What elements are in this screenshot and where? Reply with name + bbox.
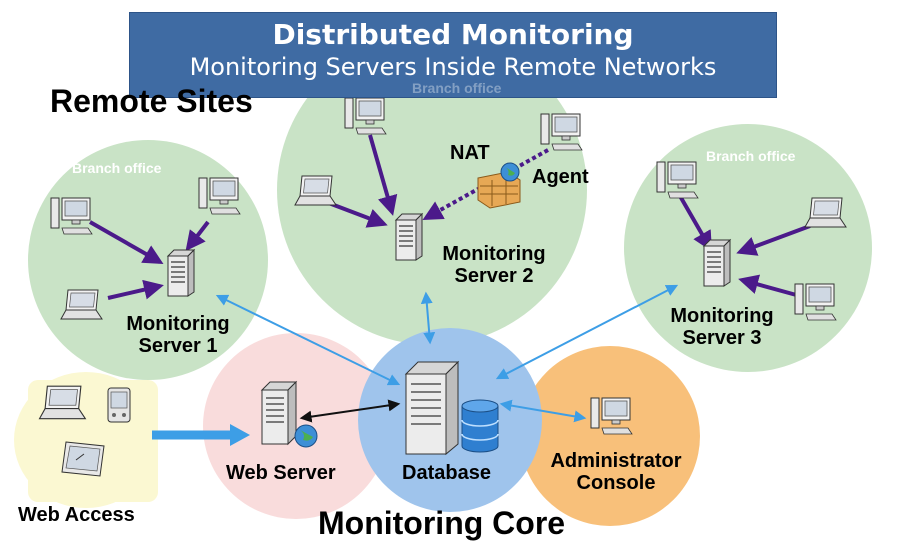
agent-label: Agent bbox=[532, 166, 589, 188]
banner-title: Distributed Monitoring bbox=[272, 18, 634, 51]
database-server-icon bbox=[404, 360, 460, 456]
arrow-laptop3-ms3 bbox=[736, 224, 811, 256]
banner-subtitle: Monitoring Servers Inside Remote Network… bbox=[189, 53, 717, 81]
ms1-label: Monitoring Server 1 bbox=[126, 313, 230, 357]
server-icon bbox=[703, 239, 731, 287]
ms2-label: Monitoring Server 2 bbox=[442, 243, 546, 287]
web-access-label: Web Access bbox=[18, 504, 135, 526]
tablet-icon bbox=[61, 441, 105, 477]
title-banner: Distributed Monitoring Monitoring Server… bbox=[129, 12, 777, 98]
arrow-webaccess-head bbox=[230, 424, 250, 446]
remote-sites-heading: Remote Sites bbox=[50, 83, 253, 119]
arrow-database-admin bbox=[499, 399, 587, 423]
server-icon bbox=[167, 249, 195, 297]
web-server-icon bbox=[260, 380, 318, 448]
branch-center-label: Branch office bbox=[412, 80, 502, 96]
arrow-pc3-ms2 bbox=[368, 134, 398, 216]
arrow-pc4-ms3 bbox=[678, 195, 712, 252]
nat-label: NAT bbox=[450, 142, 490, 164]
arrow-ms3-database bbox=[495, 284, 679, 380]
arrow-ms1-database bbox=[215, 294, 401, 386]
database-label: Database bbox=[402, 462, 491, 484]
admin-console-circle bbox=[520, 346, 700, 526]
ms3-label: Monitoring Server 3 bbox=[670, 305, 774, 349]
admin-console-label: Administrator Console bbox=[550, 450, 682, 494]
arrow-pc5-ms3 bbox=[738, 274, 801, 298]
arrow-pc1-ms1 bbox=[89, 220, 164, 264]
arrow-ms2-database bbox=[420, 291, 436, 345]
arrow-laptop1-ms1 bbox=[107, 279, 164, 300]
laptop-icon bbox=[38, 385, 86, 420]
laptop-icon bbox=[804, 197, 847, 228]
branch-left-label: Branch office bbox=[72, 160, 162, 176]
laptop-icon bbox=[60, 289, 103, 320]
arrow-pc2-ms1 bbox=[185, 220, 210, 252]
monitoring-core-heading: Monitoring Core bbox=[318, 505, 566, 541]
branch-right-label: Branch office bbox=[706, 148, 796, 164]
arrow-agent-ms2 bbox=[422, 148, 549, 220]
database-icon bbox=[461, 399, 499, 453]
branch-center-circle bbox=[277, 35, 587, 345]
arrow-laptop2-ms2 bbox=[325, 200, 388, 228]
web-server-label: Web Server bbox=[226, 462, 336, 484]
arrow-webserver-database bbox=[299, 399, 401, 423]
pda-icon bbox=[107, 387, 131, 423]
globe-icon bbox=[500, 162, 520, 182]
laptop-icon bbox=[294, 175, 337, 206]
server-icon bbox=[395, 213, 423, 261]
